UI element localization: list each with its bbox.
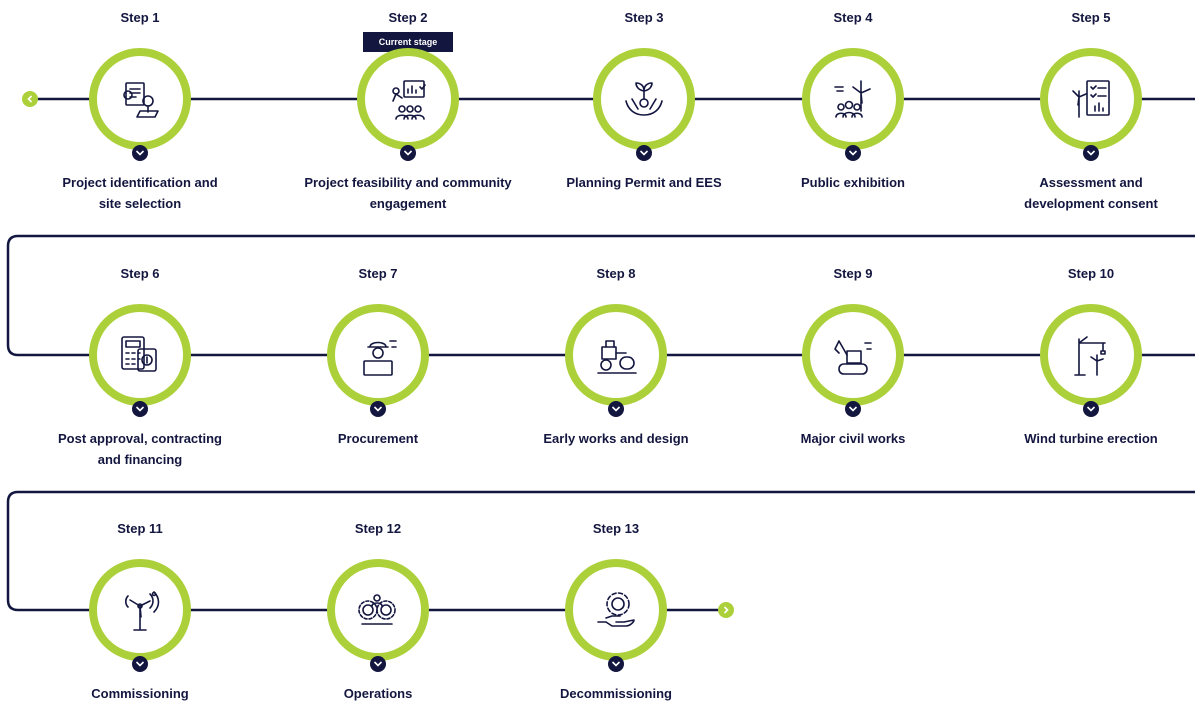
chevron-down-icon — [373, 406, 383, 412]
step-10-caption: Wind turbine erection — [1024, 431, 1158, 446]
step-8-caption: Early works and design — [543, 431, 689, 446]
step-12-title: Step 12 — [354, 521, 402, 536]
crane-turbine-icon — [1074, 336, 1106, 376]
chevron-down-icon — [373, 661, 383, 667]
step-1-expand-button[interactable] — [132, 145, 148, 161]
step-2-expand-button[interactable] — [400, 145, 416, 161]
step-3-expand-button[interactable] — [636, 145, 652, 161]
step-3-caption: Planning Permit and EES — [566, 175, 722, 190]
step-9-circle[interactable] — [802, 304, 904, 406]
chevron-down-icon — [611, 661, 621, 667]
step-4-title: Step 4 — [833, 10, 873, 25]
chevron-down-icon — [135, 661, 145, 667]
community-presentation-icon — [392, 80, 426, 120]
chevron-down-icon — [1086, 406, 1096, 412]
step-11-caption: Commissioning — [91, 686, 189, 701]
gears-people-icon — [358, 594, 396, 625]
chevron-down-icon — [135, 406, 145, 412]
wind-turbine-signal-icon — [124, 591, 160, 631]
hand-gear-icon — [597, 592, 635, 627]
step-12-caption: Operations — [343, 686, 413, 701]
turbine-checklist-icon — [1072, 80, 1110, 118]
step-4-expand-button[interactable] — [845, 145, 861, 161]
step-7-title: Step 7 — [358, 266, 398, 281]
step-4-circle[interactable] — [802, 48, 904, 150]
prev-arrow-button[interactable] — [22, 91, 38, 107]
step-13-circle[interactable] — [565, 559, 667, 661]
step-13-caption: Decommissioning — [560, 686, 672, 701]
step-12-expand-button[interactable] — [370, 656, 386, 672]
step-9-expand-button[interactable] — [845, 401, 861, 417]
step-11-expand-button[interactable] — [132, 656, 148, 672]
step-5-circle[interactable] — [1040, 48, 1142, 150]
step-6-circle[interactable] — [89, 304, 191, 406]
step-6-expand-button[interactable] — [132, 401, 148, 417]
step-3-circle[interactable] — [593, 48, 695, 150]
step-5-title: Step 5 — [1071, 10, 1111, 25]
step-2-circle[interactable] — [357, 48, 459, 150]
step-1-title: Step 1 — [120, 10, 160, 25]
step-8-expand-button[interactable] — [608, 401, 624, 417]
step-1-circle[interactable] — [89, 48, 191, 150]
site-selection-map-icon — [123, 82, 159, 118]
chevron-down-icon — [848, 406, 858, 412]
chevron-left-icon — [27, 95, 33, 103]
excavator-icon — [834, 340, 872, 375]
hands-plant-icon — [625, 82, 663, 116]
people-wind-turbine-icon — [834, 80, 871, 118]
chevron-down-icon — [135, 150, 145, 156]
next-arrow-button[interactable] — [718, 602, 734, 618]
step-3-title: Step 3 — [624, 10, 664, 25]
step-13-title: Step 13 — [592, 521, 640, 536]
engineer-blueprint-icon — [363, 340, 397, 376]
chevron-down-icon — [639, 150, 649, 156]
step-13-expand-button[interactable] — [608, 656, 624, 672]
step-8-title: Step 8 — [596, 266, 636, 281]
step-7-caption: Procurement — [337, 431, 419, 446]
calculator-money-icon — [121, 336, 157, 372]
step-4-caption: Public exhibition — [800, 175, 905, 190]
step-12-circle[interactable] — [327, 559, 429, 661]
step-10-title: Step 10 — [1067, 266, 1115, 281]
step-6-title: Step 6 — [120, 266, 160, 281]
step-8-circle[interactable] — [565, 304, 667, 406]
step-10-expand-button[interactable] — [1083, 401, 1099, 417]
step-11-circle[interactable] — [89, 559, 191, 661]
step-10-circle[interactable] — [1040, 304, 1142, 406]
step-7-expand-button[interactable] — [370, 401, 386, 417]
step-5-expand-button[interactable] — [1083, 145, 1099, 161]
road-roller-icon — [597, 340, 637, 374]
chevron-down-icon — [848, 150, 858, 156]
chevron-down-icon — [611, 406, 621, 412]
step-9-title: Step 9 — [833, 266, 873, 281]
step-9-caption: Major civil works — [800, 431, 906, 446]
chevron-right-icon — [723, 606, 729, 614]
step-7-circle[interactable] — [327, 304, 429, 406]
step-2-title: Step 2 — [388, 10, 428, 25]
chevron-down-icon — [1086, 150, 1096, 156]
chevron-down-icon — [403, 150, 413, 156]
step-11-title: Step 11 — [117, 521, 163, 536]
